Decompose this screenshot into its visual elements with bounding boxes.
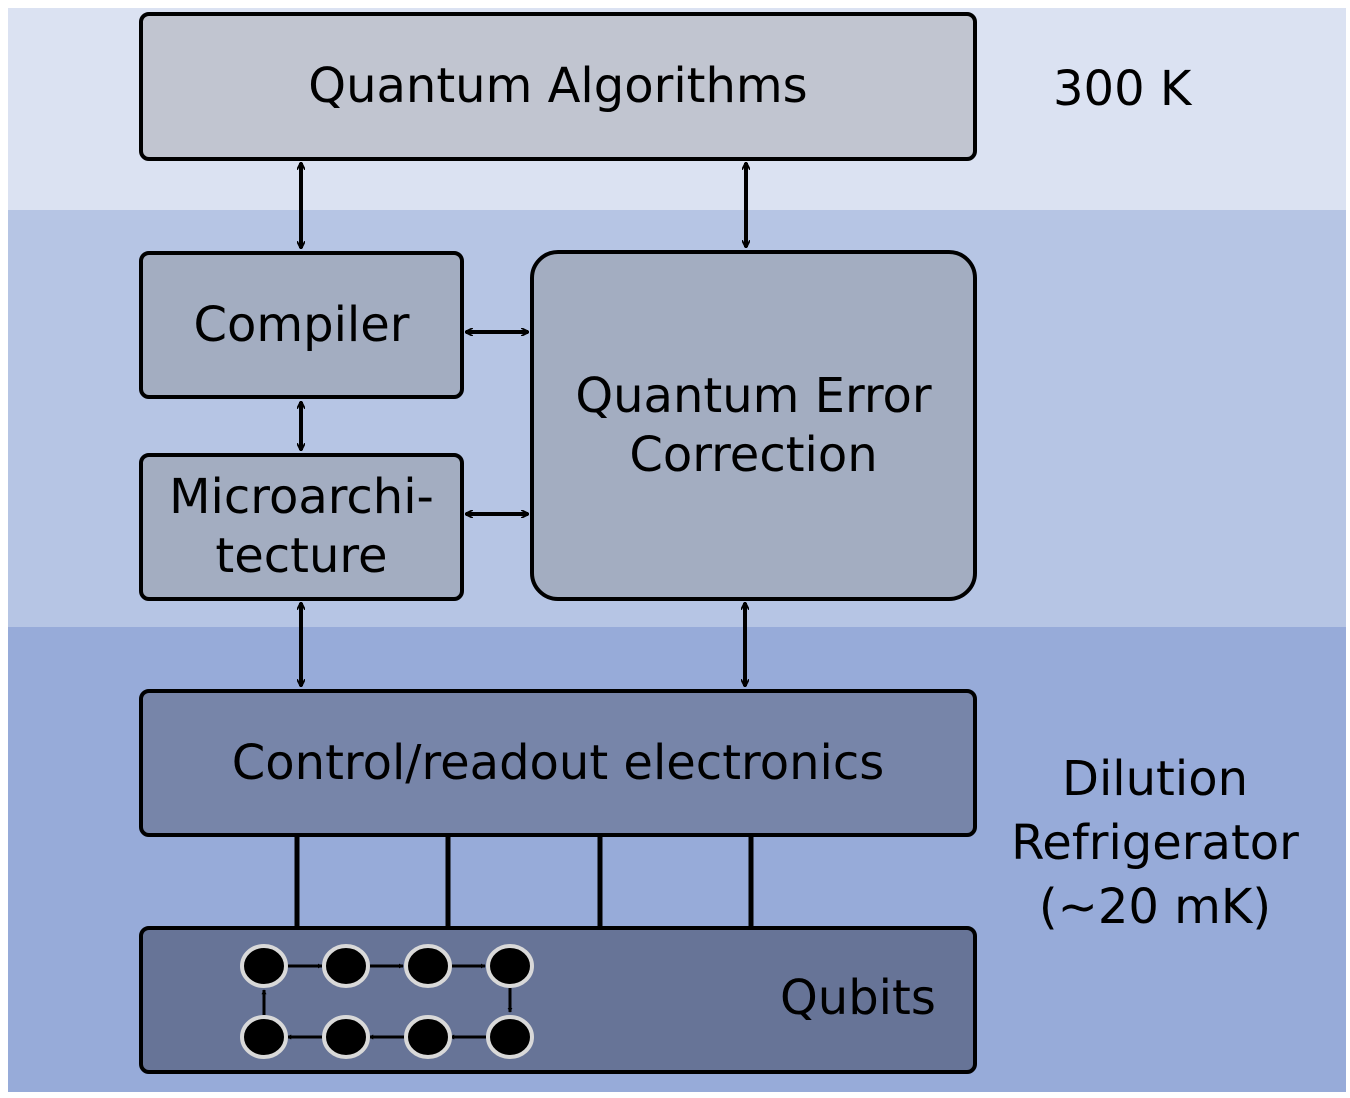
qubit-dots [240,944,534,1059]
qubit-dot [404,944,452,988]
qec-label-line1: Quantum Error [575,367,932,424]
quantum-error-correction-box: Quantum Error Correction [530,250,977,601]
quantum-algorithms-box: Quantum Algorithms [139,12,977,161]
qubit-dot [240,1015,288,1059]
qec-label-line2: Correction [629,426,878,483]
qubit-dot [486,1015,534,1059]
qubit-dot [404,1015,452,1059]
compiler-box: Compiler [139,251,464,399]
room-temperature-label: 300 K [1053,61,1192,117]
qubits-label: Qubits [780,970,936,1026]
dilution-refrigerator-label: Dilution Refrigerator (~20 mK) [1010,748,1300,939]
bidirectional-arrows [301,163,746,686]
qubit-dot [486,944,534,988]
qubit-dot [322,1015,370,1059]
qubit-dot [240,944,288,988]
fridge-label-line1: Dilution [1062,751,1248,807]
qubit-chain-arrows [261,963,513,1040]
microarchitecture-box: Microarchi- tecture [139,453,464,601]
qubit-dot [322,944,370,988]
quantum-algorithms-label: Quantum Algorithms [308,58,808,115]
control-readout-label: Control/readout electronics [231,734,885,791]
fridge-label-line3: (~20 mK) [1038,878,1272,935]
control-qubit-wires [294,837,754,926]
control-readout-electronics-box: Control/readout electronics [139,689,977,837]
microarchitecture-label-line1: Microarchi- [169,469,434,526]
fridge-label-line2: Refrigerator [1011,814,1299,871]
microarchitecture-label-line2: tecture [215,528,388,584]
compiler-label: Compiler [193,296,410,353]
